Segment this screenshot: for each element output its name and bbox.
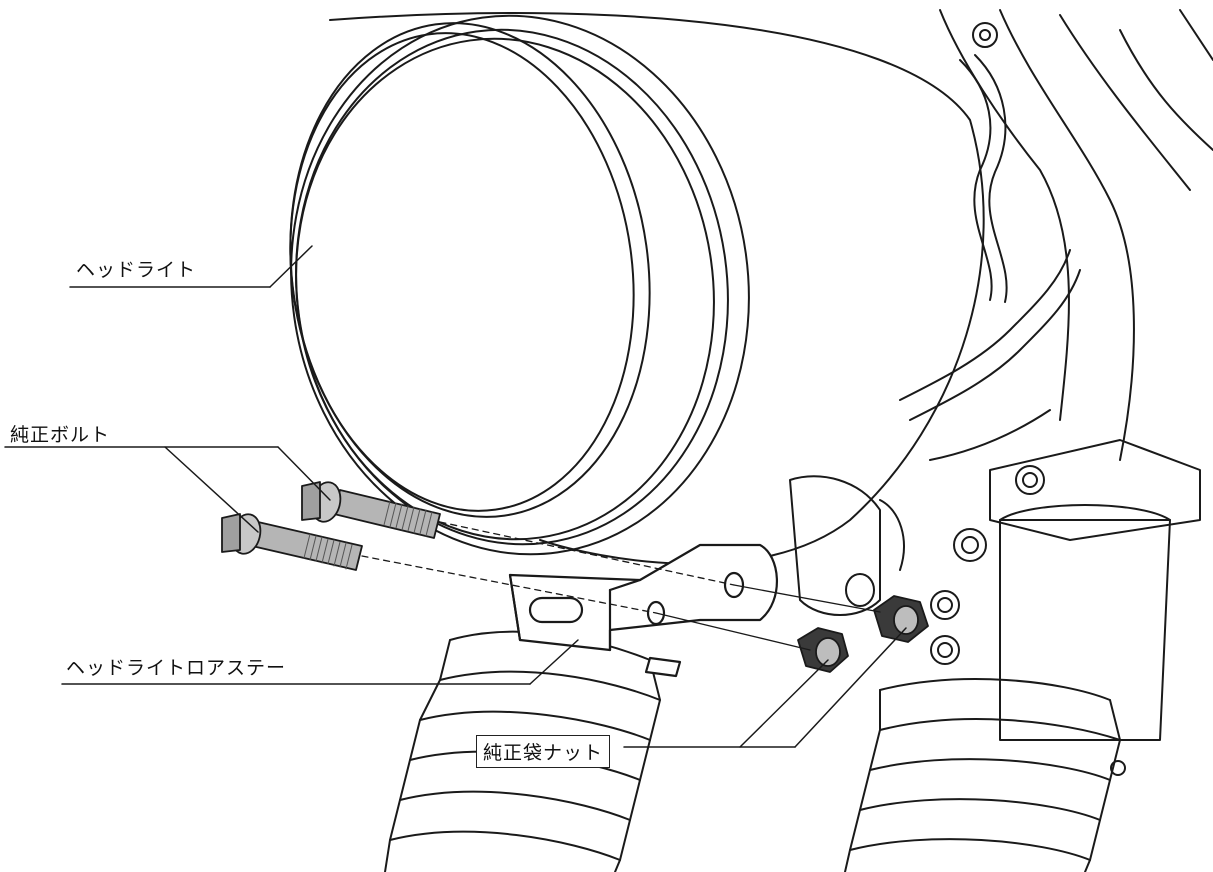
- genuine-cap-nut-2: [873, 595, 929, 643]
- headlight-lower-stay: [508, 543, 778, 678]
- callout-headlight-lower-stay: ヘッドライトロアステー: [66, 657, 287, 679]
- callout-genuine-bolt: 純正ボルト: [10, 424, 111, 446]
- frame-bracket: [789, 475, 905, 616]
- callout-headlight: ヘッドライト: [76, 259, 197, 281]
- genuine-cap-nut-1: [797, 627, 849, 673]
- fork-boot-right: [844, 678, 1121, 872]
- genuine-bolt-lower: [221, 513, 363, 571]
- alignment-lines-solid: [655, 584, 881, 651]
- genuine-bolt-upper: [301, 481, 441, 539]
- leader-lines: [4, 245, 907, 748]
- callout-genuine-cap-nut: 純正袋ナット: [476, 735, 611, 768]
- alignment-lines: [361, 521, 735, 614]
- front-fork-assembly: [899, 9, 1213, 776]
